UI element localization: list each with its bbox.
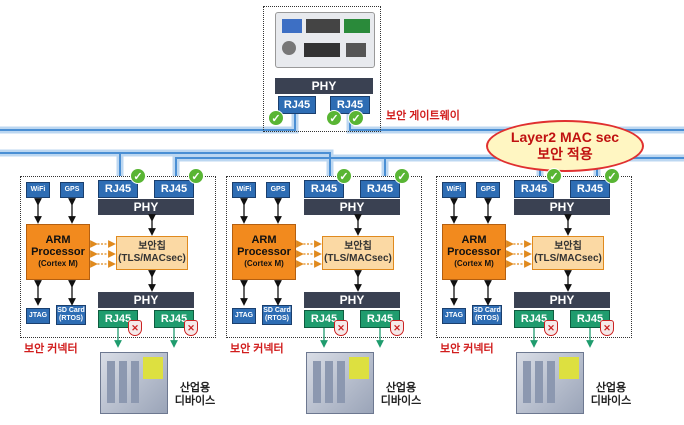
industrial-device-label: 산업용 디바이스 (165, 382, 225, 408)
arm-core: (Cortex M) (244, 259, 284, 268)
top-rj45-left: RJ45 (304, 180, 344, 198)
top-phy: PHY (514, 199, 610, 215)
check-icon: ✓ (188, 168, 204, 184)
sd-title: SD Card (263, 307, 291, 314)
sd-card-module: SD Card (RTOS) (262, 305, 292, 325)
jtag-module: JTAG (232, 308, 256, 324)
bottom-phy: PHY (98, 292, 194, 308)
check-icon: ✓ (348, 110, 364, 126)
industrial-device-image (516, 352, 584, 414)
wifi-module: WiFi (26, 182, 50, 198)
device-line2: 디바이스 (590, 395, 632, 407)
check-icon: ✓ (546, 168, 562, 184)
top-rj45-right: RJ45 (570, 180, 610, 198)
arm-processor: ARM Processor (Cortex M) (232, 224, 296, 280)
top-phy: PHY (98, 199, 194, 215)
arm-subtitle: Processor (31, 246, 85, 258)
sd-subtitle: (RTOS) (475, 315, 499, 322)
chip-title: 보안칩 (554, 241, 582, 252)
security-chip: 보안칩 (TLS/MACsec) (116, 236, 188, 270)
secure-connector-label: 보안 커넥터 (440, 343, 494, 355)
shield-x-icon: ✕ (544, 320, 558, 336)
check-icon: ✓ (336, 168, 352, 184)
sd-subtitle: (RTOS) (265, 315, 289, 322)
bidirectional-arrow-icon (450, 198, 594, 348)
device-line1: 산업용 (179, 382, 211, 394)
chip-subtitle: (TLS/MACsec) (118, 253, 186, 264)
sd-title: SD Card (57, 307, 85, 314)
device-line2: 디바이스 (174, 395, 216, 407)
arm-title: ARM (45, 234, 71, 246)
arm-subtitle: Processor (447, 246, 501, 258)
arm-core: (Cortex M) (454, 259, 494, 268)
gps-module: GPS (266, 182, 290, 198)
device-line1: 산업용 (595, 382, 627, 394)
arm-processor: ARM Processor (Cortex M) (442, 224, 506, 280)
shield-x-icon: ✕ (334, 320, 348, 336)
gateway-rj45-right: RJ45 (330, 96, 370, 114)
gateway-label: 보안 게이트웨이 (386, 110, 460, 122)
top-rj45-left: RJ45 (98, 180, 138, 198)
wifi-module: WiFi (232, 182, 256, 198)
top-rj45-right: RJ45 (154, 180, 194, 198)
check-icon: ✓ (394, 168, 410, 184)
device-line1: 산업용 (385, 382, 417, 394)
callout-line2: 보안 적용 (537, 146, 593, 162)
sd-subtitle: (RTOS) (59, 315, 83, 322)
shield-x-icon: ✕ (184, 320, 198, 336)
arm-processor: ARM Processor (Cortex M) (26, 224, 90, 280)
bottom-rj45-right: RJ45 (360, 310, 400, 328)
check-icon: ✓ (130, 168, 146, 184)
arm-subtitle: Processor (237, 246, 291, 258)
gateway-rj45-left: RJ45 (278, 96, 316, 114)
callout-line1: Layer2 MAC sec (510, 129, 620, 145)
bidirectional-arrow-icon (240, 198, 384, 348)
device-line2: 디바이스 (380, 395, 422, 407)
chip-title: 보안칩 (344, 241, 372, 252)
check-icon: ✓ (604, 168, 620, 184)
top-rj45-right: RJ45 (360, 180, 400, 198)
shield-x-icon: ✕ (128, 320, 142, 336)
industrial-device-image (306, 352, 374, 414)
industrial-device-image (100, 352, 168, 414)
top-phy: PHY (304, 199, 400, 215)
arm-title: ARM (461, 234, 487, 246)
wifi-module: WiFi (442, 182, 466, 198)
arm-title: ARM (251, 234, 277, 246)
industrial-device-label: 산업용 디바이스 (371, 382, 431, 408)
industrial-device-label: 산업용 디바이스 (581, 382, 641, 408)
gps-module: GPS (476, 182, 500, 198)
chip-subtitle: (TLS/MACsec) (324, 253, 392, 264)
jtag-module: JTAG (442, 308, 466, 324)
gps-module: GPS (60, 182, 84, 198)
bidirectional-arrow-icon (34, 198, 178, 348)
shield-x-icon: ✕ (390, 320, 404, 336)
bottom-phy: PHY (304, 292, 400, 308)
gateway-box (263, 6, 381, 132)
macsec-callout: Layer2 MAC sec 보안 적용 (486, 120, 644, 172)
chip-subtitle: (TLS/MACsec) (534, 253, 602, 264)
top-rj45-left: RJ45 (514, 180, 554, 198)
gateway-phy: PHY (275, 78, 373, 94)
check-icon: ✓ (268, 110, 284, 126)
check-icon: ✓ (326, 110, 342, 126)
jtag-module: JTAG (26, 308, 50, 324)
bottom-phy: PHY (514, 292, 610, 308)
gateway-device-image (275, 12, 375, 68)
shield-x-icon: ✕ (600, 320, 614, 336)
security-chip: 보안칩 (TLS/MACsec) (322, 236, 394, 270)
security-chip: 보안칩 (TLS/MACsec) (532, 236, 604, 270)
secure-connector-label: 보안 커넥터 (24, 343, 78, 355)
secure-connector-label: 보안 커넥터 (230, 343, 284, 355)
arm-core: (Cortex M) (38, 259, 78, 268)
sd-title: SD Card (473, 307, 501, 314)
chip-title: 보안칩 (138, 241, 166, 252)
